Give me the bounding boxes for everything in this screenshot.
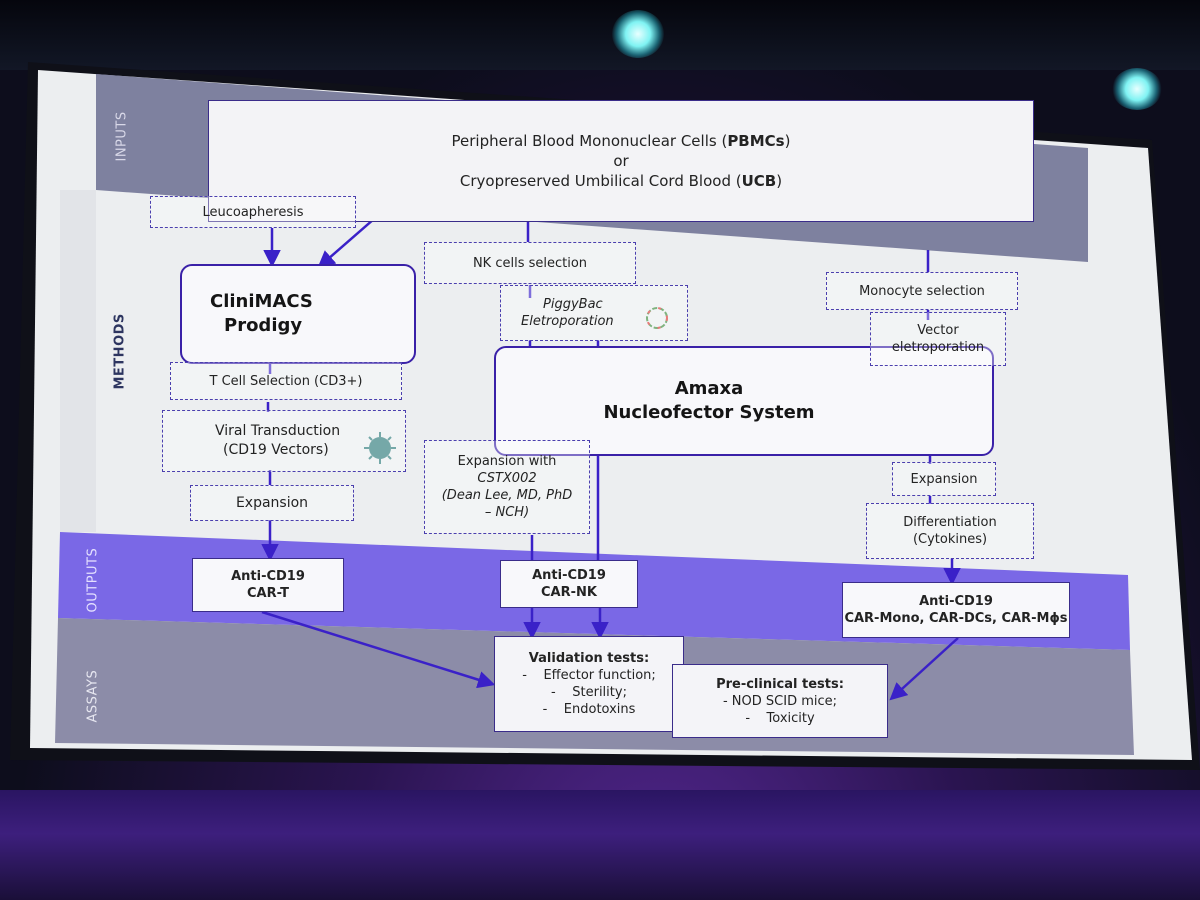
t-cell-expansion-step: Expansion xyxy=(190,485,354,521)
differentiation-label: Differentiation xyxy=(903,515,997,530)
stage-light-left xyxy=(612,10,664,58)
vector-label: Vector xyxy=(917,323,959,338)
differentiation-step: Differentiation (Cytokines) xyxy=(866,503,1034,559)
validation-item-sterility: - Sterility; xyxy=(551,685,627,700)
arrow-carmono-to-preclinical xyxy=(889,637,959,701)
car-t-line1: Anti-CD19 xyxy=(231,569,305,584)
stage-light-right xyxy=(1112,68,1162,110)
stage-floor xyxy=(0,790,1200,900)
nk-expansion-line2: CSTX002 xyxy=(477,471,537,486)
band-methods-left xyxy=(60,190,96,532)
car-mono-line1: Anti-CD19 xyxy=(919,594,993,609)
section-label-outputs: OUTPUTS xyxy=(85,547,101,613)
mono-expansion-step: Expansion xyxy=(892,462,996,496)
validation-tests-box: Validation tests: - Effector function; -… xyxy=(494,636,684,732)
eletroporation-mono-label: eletroporation xyxy=(891,340,985,355)
amaxa-label: Amaxa xyxy=(674,378,744,399)
viral-transduction-vectors: (CD19 Vectors) xyxy=(223,442,329,458)
clinimacs-prodigy-box: CliniMACS Prodigy xyxy=(180,264,416,364)
leucoapheresis-step: Leucoapheresis xyxy=(150,196,356,228)
car-mono-line2: CAR-Mono, CAR-DCs, CAR-Mɸs xyxy=(844,611,1068,626)
plasmid-icon xyxy=(646,307,668,329)
nucleofector-label: Nucleofector System xyxy=(603,402,815,423)
eletroporation-label: Eletroporation xyxy=(521,314,614,329)
clinimacs-label: CliniMACS xyxy=(210,291,313,312)
preclinical-item-toxicity: - Toxicity xyxy=(745,710,815,726)
vector-eletroporation-step: Vector eletroporation xyxy=(870,312,1006,366)
stage-ceiling xyxy=(0,0,1200,70)
input-line-pbmc: Peripheral Blood Mononuclear Cells (PBMC… xyxy=(451,132,791,150)
cytokines-label: (Cytokines) xyxy=(912,532,988,547)
monocyte-selection-step: Monocyte selection xyxy=(826,272,1018,310)
preclinical-tests-box: Pre-clinical tests: - NOD SCID mice; - T… xyxy=(672,664,888,738)
prodigy-label: Prodigy xyxy=(224,315,303,336)
virus-icon xyxy=(364,432,396,464)
input-line-ucb: Cryopreserved Umbilical Cord Blood (UCB) xyxy=(459,172,783,190)
input-box: Peripheral Blood Mononuclear Cells (PBMC… xyxy=(208,100,1034,222)
validation-item-effector: - Effector function; xyxy=(522,668,656,683)
viral-transduction-label: Viral Transduction xyxy=(215,423,341,439)
t-cell-selection-step: T Cell Selection (CD3+) xyxy=(170,362,402,400)
input-line-or: or xyxy=(613,152,629,170)
viral-transduction-step: Viral Transduction (CD19 Vectors) xyxy=(162,410,406,472)
car-t-output: Anti-CD19 CAR-T xyxy=(192,558,344,612)
car-mono-output: Anti-CD19 CAR-Mono, CAR-DCs, CAR-Mɸs xyxy=(842,582,1070,638)
piggybac-label: PiggyBac xyxy=(543,297,603,312)
section-label-methods: METHODS xyxy=(112,313,128,390)
car-nk-line2: CAR-NK xyxy=(541,585,597,600)
nk-selection-step: NK cells selection xyxy=(424,242,636,284)
preclinical-title: Pre-clinical tests: xyxy=(716,676,844,692)
car-t-line2: CAR-T xyxy=(247,586,289,601)
car-nk-line1: Anti-CD19 xyxy=(532,568,606,583)
preclinical-item-mice: - NOD SCID mice; xyxy=(722,693,838,709)
arrow-cart-to-validation xyxy=(261,610,496,689)
piggybac-step: PiggyBac Eletroporation xyxy=(500,285,688,341)
section-label-inputs: INPUTS xyxy=(114,111,130,162)
amaxa-nucleofector-box: Amaxa Nucleofector System xyxy=(494,346,994,456)
nk-expansion-line4: – NCH) xyxy=(484,505,530,520)
section-label-assays: ASSAYS xyxy=(85,669,101,723)
nk-expansion-step: Expansion with CSTX002 (Dean Lee, MD, Ph… xyxy=(424,440,590,534)
car-nk-output: Anti-CD19 CAR-NK xyxy=(500,560,638,608)
validation-title: Validation tests: xyxy=(528,651,650,666)
nk-expansion-line1: Expansion with xyxy=(457,454,557,469)
nk-expansion-line3: (Dean Lee, MD, PhD xyxy=(441,488,573,503)
validation-item-endotoxins: - Endotoxins xyxy=(542,702,636,717)
